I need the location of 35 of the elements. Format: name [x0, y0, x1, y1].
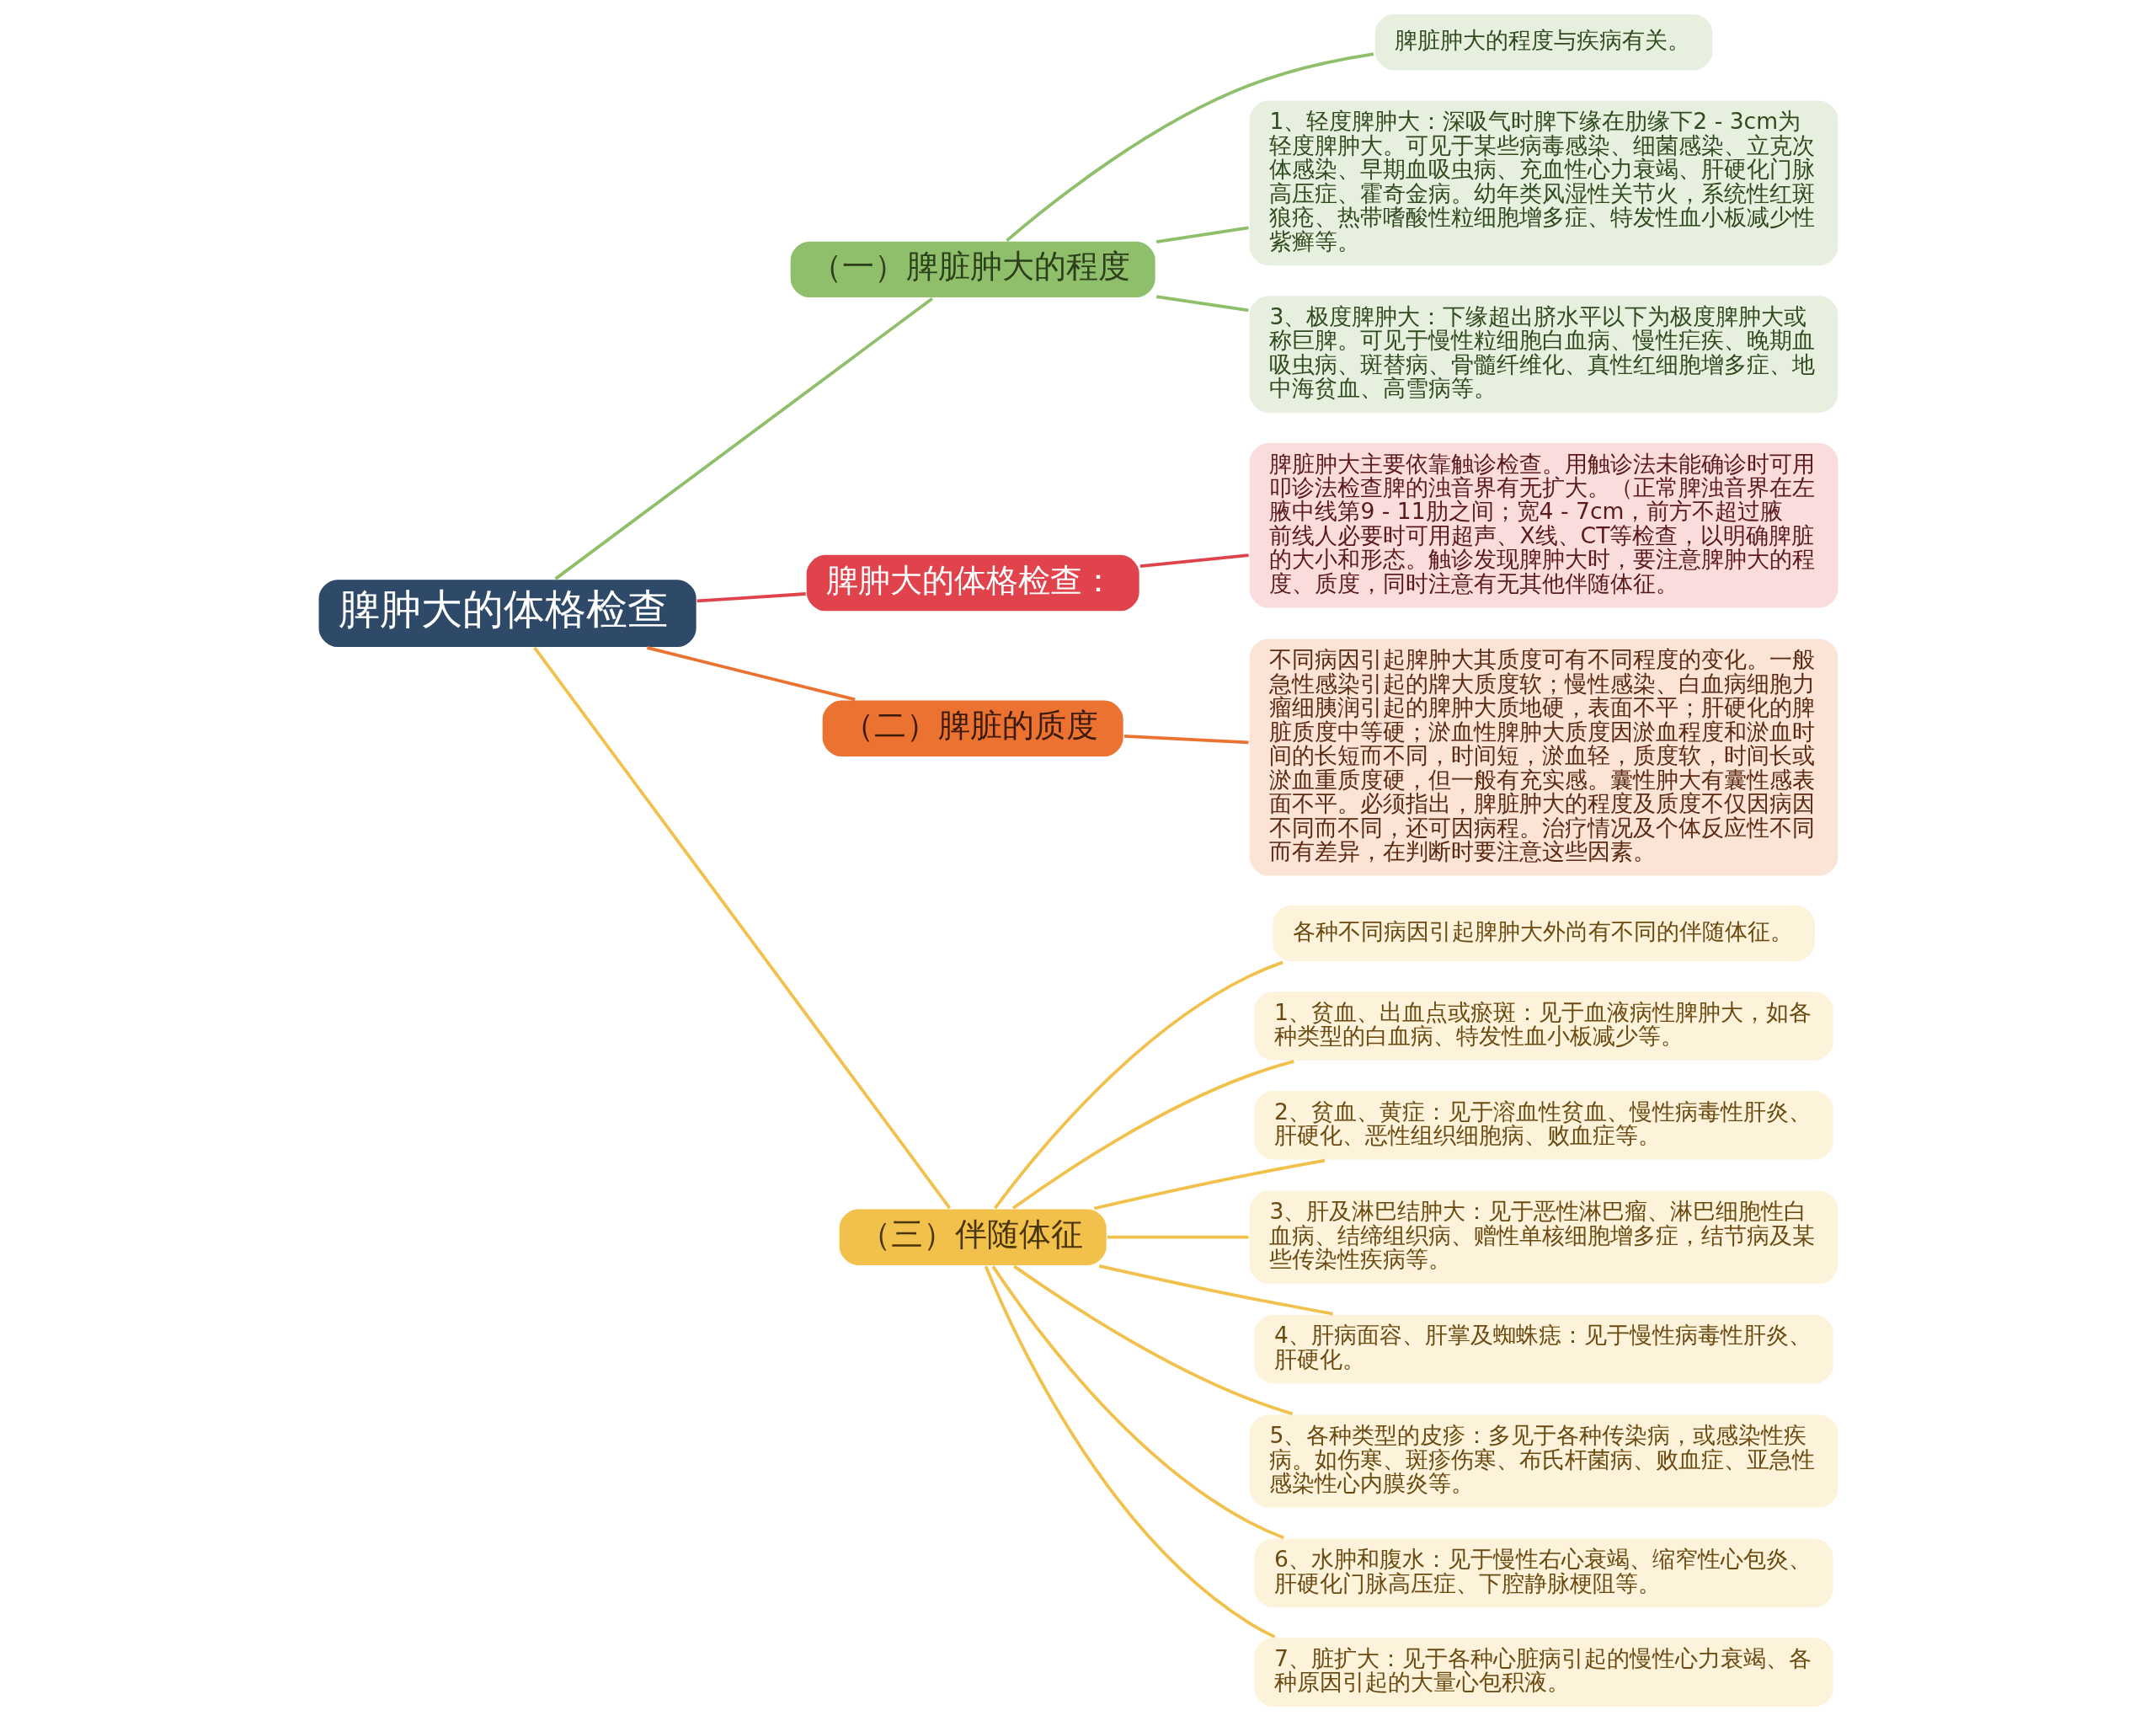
connector: [1011, 1060, 1294, 1210]
connector: [991, 1265, 1284, 1540]
node-box: 脾肿大的体格检查: [317, 578, 698, 649]
connector: [1139, 553, 1249, 568]
node-box: 6、水肿和腹水：见于慢性右心衰竭、缩窄性心包炎、肝硬化门脉高压症、下腔静脉梗阻等。: [1251, 1537, 1835, 1610]
node-box: 2、贫血、黄症：见于溶血性贫血、慢性病毒性肝炎、肝硬化、恶性组织细胞病、败血症等。: [1251, 1089, 1835, 1162]
connector: [1123, 734, 1249, 745]
node-box: 5、各种类型的皮疹：多见于各种传染病，或感染性疾病。如伤寒、斑疹伤寒、布氏杆菌病、败血症、亚急性感染性心内膜炎等。: [1247, 1413, 1839, 1510]
node-box: 各种不同病因引起脾肿大外尚有不同的伴随体征。: [1270, 903, 1817, 964]
connector: [1155, 226, 1249, 243]
node-box: （二）脾脏的质度: [820, 698, 1125, 758]
connector: [993, 960, 1283, 1210]
node-box: 脾肿大的体格检查：: [804, 553, 1141, 613]
node-box: 4、肝病面容、肝掌及蜘蛛痣：见于慢性病毒性肝炎、肝硬化。: [1251, 1312, 1835, 1386]
node-box: 1、贫血、出血点或瘀斑：见于血液病性脾肿大，如各种类型的白血病、特发性血小板减少等。: [1251, 990, 1835, 1062]
node-box: 1、轻度脾肿大：深吸气时脾下缘在肋缘下2 - 3cm为轻度脾肿大。可见于某些病毒感染、细菌感染、立克次体感染、早期血吸虫病、充血性心力衰竭、肝硬化门脉高压症、霍奇金病。幼年类风湿性关节火，系统性红斑狼疮、热带嗜酸性粒细胞增多症、特发性血小板减少性紫癣等。: [1247, 99, 1839, 268]
connector: [1005, 52, 1374, 243]
connector: [1093, 1158, 1325, 1211]
connector: [696, 592, 806, 603]
connector: [1107, 1235, 1248, 1239]
node-box: 脾脏肿大的程度与疾病有关。: [1373, 13, 1714, 72]
node-box: （三）伴随体征: [837, 1207, 1108, 1267]
node-box: 3、肝及淋巴结肿大：见于恶性淋巴瘤、淋巴细胞性白血病、结缔组织病、赠性单核细胞增多症，结节病及某些传染性疾病等。: [1247, 1189, 1839, 1285]
connector: [532, 646, 951, 1210]
connector: [554, 297, 933, 580]
node-box: 脾脏肿大主要依靠触诊检查。用触诊法未能确诊时可用叩诊法检查脾的浊音界有无扩大。（正常脾浊音界在左腋中线第9 - 11肋之间；宽4 - 7cm，前方不超过腋前线人必要时可用超声、X线、CT等检查，以明确脾脏的大小和形态。触诊发现脾肿大时，要注意脾肿大的程度、质度，同时注意有无其他伴随体征。: [1247, 441, 1839, 610]
connector: [1155, 295, 1249, 313]
node-box: 3、极度脾肿大：下缘超出脐水平以下为极度脾肿大或称巨脾。可见于慢性粒细胞白血病、慢性疟疾、晚期血吸虫病、斑替病、骨髓纤维化、真性红细胞增多症、地中海贫血、高雪病等。: [1247, 294, 1839, 414]
node-box: 7、脏扩大：见于各种心脏病引起的慢性心力衰竭、各种原因引起的大量心包积液。: [1251, 1636, 1835, 1708]
connector: [1012, 1264, 1293, 1416]
connector: [984, 1265, 1275, 1638]
node-box: 不同病因引起脾肿大其质度可有不同程度的变化。一般急性感染引起的牌大质度软；慢性感染、白血病细胞力瘤细胰润引起的脾肿大质地硬，表面不平；肝硬化的脾脏质度中等硬；淤血性脾肿大质度因淤血程度和淤血时间的长短而不同，时间短，淤血轻，质度软，时间长或淤血重质度硬，但一般有充实感。囊性肿大有囊性感表面不平。必须指出，脾脏肿大的程度及质度不仅因病因不同而不同，还可因病程。治疗情况及个体反应性不同而有差异，在判断时要注意这些因素。: [1247, 637, 1839, 878]
connector: [646, 646, 856, 702]
node-box: （一）脾脏肿大的程度: [788, 239, 1157, 299]
connector: [1098, 1264, 1333, 1316]
